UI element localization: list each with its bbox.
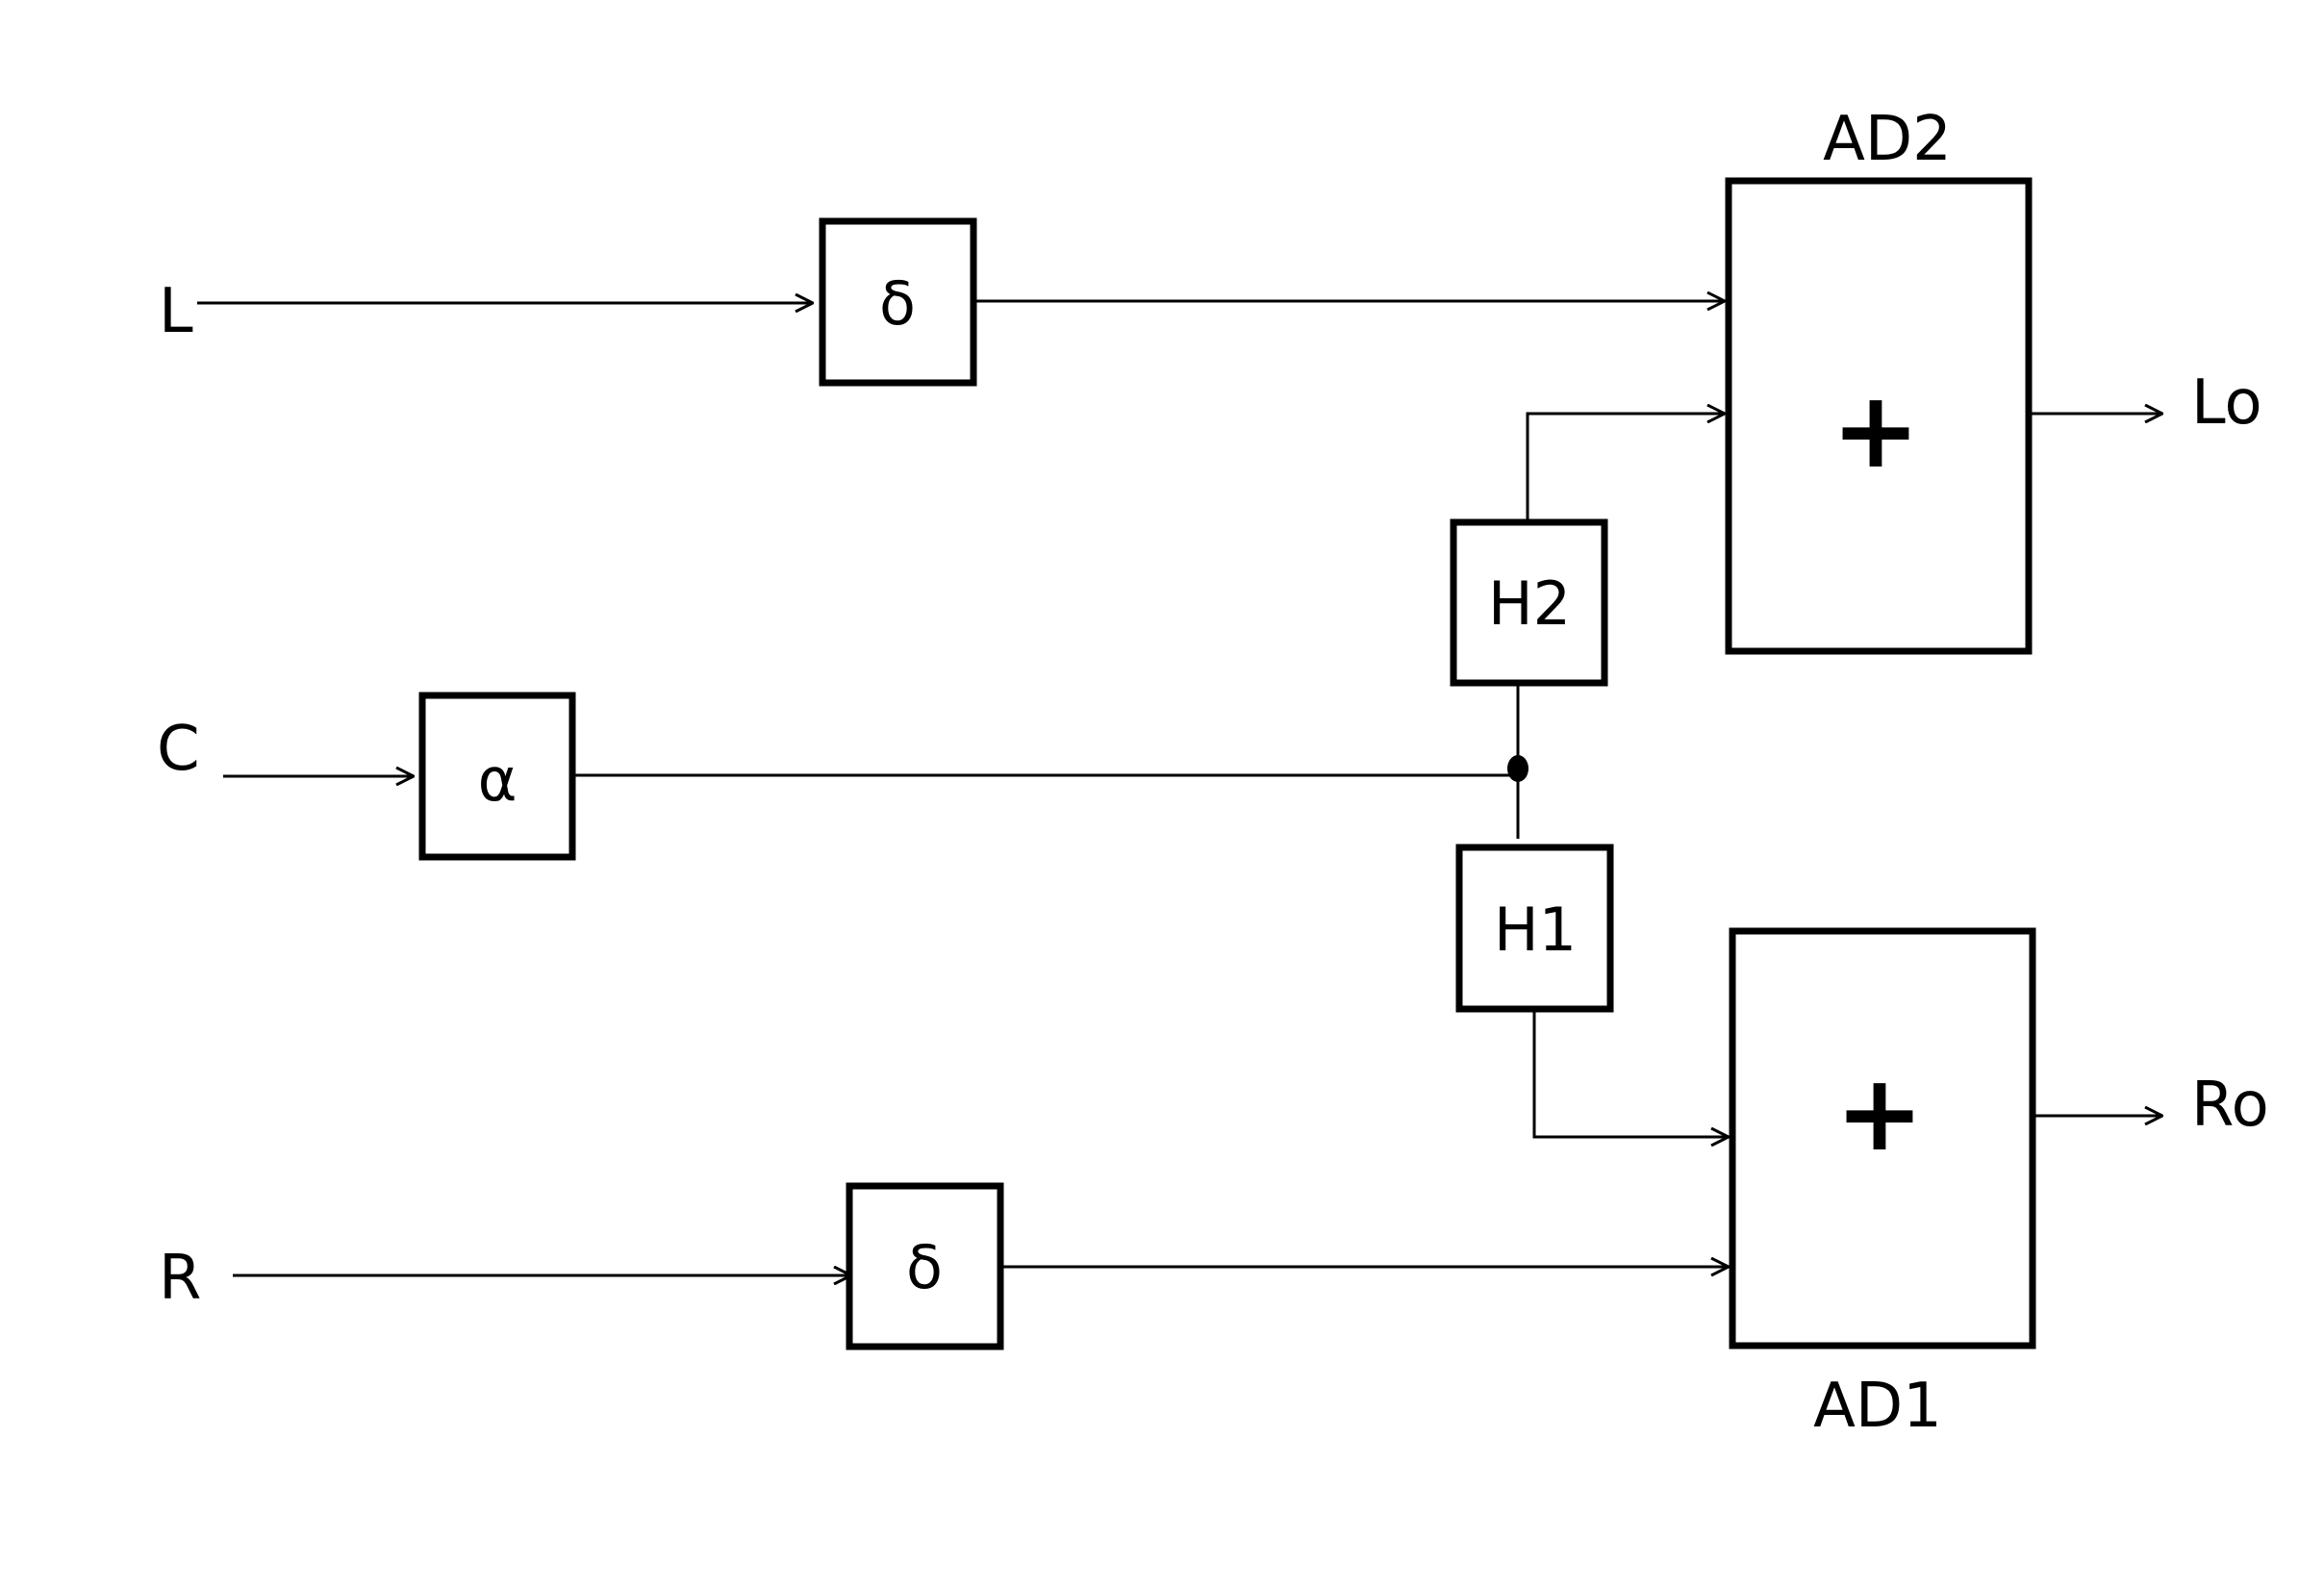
adder-ad2-label: AD2 [1823, 104, 1952, 175]
filter-h2-label: H2 [1488, 568, 1571, 639]
junction-dot [1507, 755, 1528, 782]
filter-block-h1: H1 [1459, 847, 1610, 1009]
delay-block-top: δ [822, 221, 973, 383]
adder-ad2: + [1729, 181, 2029, 651]
input-label-r: R [159, 1243, 201, 1314]
input-label-c: C [157, 714, 200, 785]
filter-h1-label: H1 [1494, 895, 1577, 965]
input-label-l: L [159, 276, 193, 347]
filter-block-h2: H2 [1453, 522, 1604, 683]
gain-block: α [422, 695, 572, 857]
output-label-lo: Lo [2191, 367, 2262, 439]
wire-h1-to-ad1 [1534, 1012, 1729, 1137]
adder-ad1: + [1732, 931, 2033, 1346]
output-label-ro: Ro [2191, 1070, 2269, 1141]
adder-ad2-plus: + [1831, 368, 1920, 492]
adder-ad1-label: AD1 [1813, 1371, 1942, 1442]
wire-h2-to-ad2 [1528, 414, 1725, 519]
delay-bottom-symbol: δ [906, 1232, 943, 1302]
delay-block-bottom: δ [849, 1186, 1000, 1347]
adder-ad1-plus: + [1835, 1051, 1924, 1174]
delay-top-symbol: δ [879, 268, 916, 339]
gain-symbol: α [478, 744, 518, 815]
